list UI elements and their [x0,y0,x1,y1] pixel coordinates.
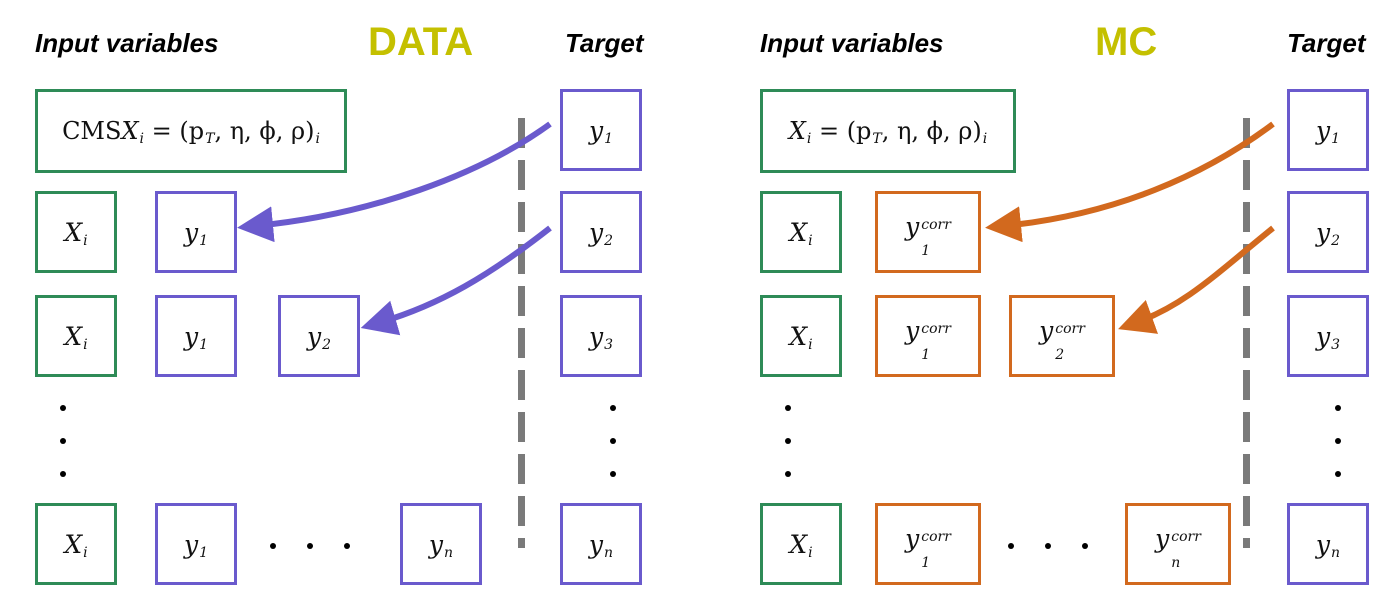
arrow-y2 [360,225,552,336]
arrow-y1 [985,121,1275,243]
vertical-ellipsis [58,405,68,477]
input-variables-header: Input variables [35,28,219,58]
vertical-ellipsis [783,405,793,477]
divider-line [1243,118,1250,548]
panel-title: MC [1095,20,1158,64]
horizontal-ellipsis [270,542,350,550]
arrow-y2 [1118,225,1275,334]
arrows [985,121,1275,334]
arrows [237,121,552,336]
target-header: Target [565,28,644,58]
vertical-ellipsis [1333,405,1343,477]
horizontal-ellipsis [1008,542,1088,550]
input-variables-header: Input variables [760,28,944,58]
vertical-ellipsis [608,405,618,477]
target-header: Target [1287,28,1366,58]
arrow-y1 [237,121,552,243]
divider-line [518,118,525,548]
panel-title: DATA [368,20,474,64]
